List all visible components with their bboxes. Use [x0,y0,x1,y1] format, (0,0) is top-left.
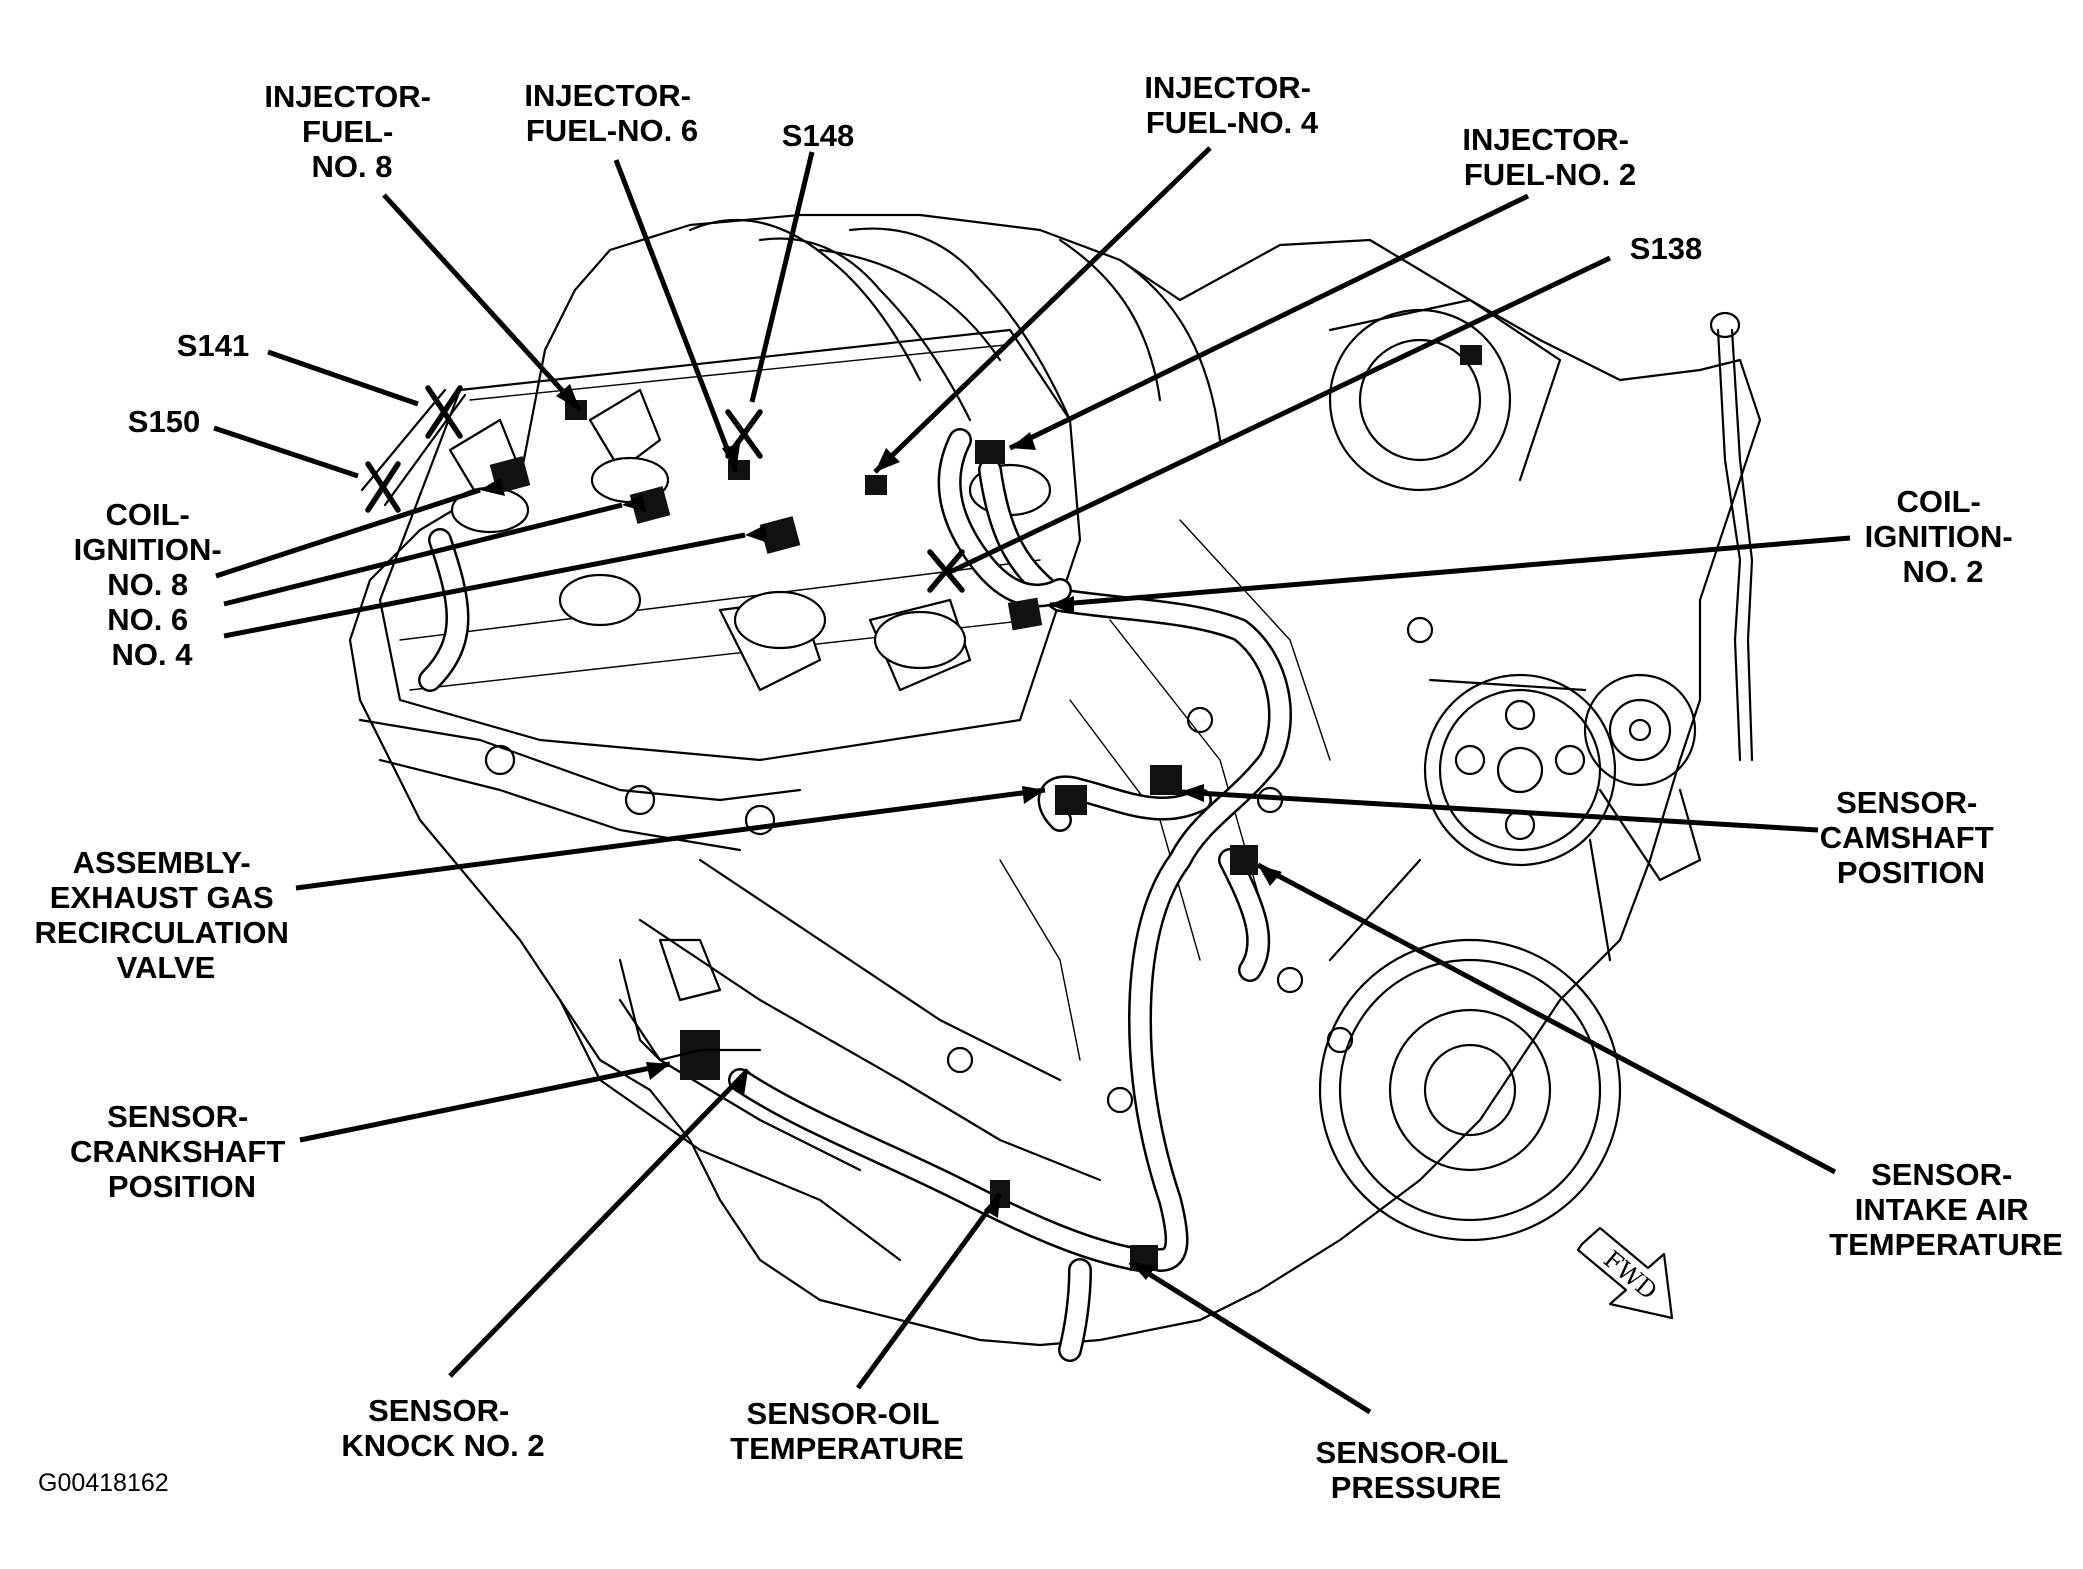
leader-injector-fuel-6 [613,159,739,473]
label-s141: S141 [177,328,249,363]
label-coil-ignition-left: COIL- IGNITION- NO. 8 NO. 6 NO. 4 [74,497,231,672]
leader-sensor-camshaft [1179,789,1819,833]
label-sensor-oil-temp: SENSOR-OIL TEMPERATURE [730,1396,964,1466]
label-s148: S148 [782,118,854,153]
leader-sensor-oil-temp [855,1192,1003,1390]
label-s150: S150 [128,404,200,439]
leader-injector-fuel-8 [382,193,582,412]
label-injector-fuel-8: INJECTOR- FUEL- NO. 8 [264,79,439,184]
label-coil-ignition-2: COIL- IGNITION- NO. 2 [1865,484,2022,589]
leader-s148 [749,151,815,403]
figure-id: G00418162 [38,1469,169,1497]
labels: INJECTOR- FUEL- NO. 8 INJECTOR- FUEL-NO.… [35,70,2063,1505]
fwd-arrow: FWD [1576,1226,1674,1320]
label-injector-fuel-2: INJECTOR- FUEL-NO. 2 [1462,122,1637,192]
leader-sensor-knock-2 [448,1068,750,1378]
leader-s138 [948,255,1612,575]
leader-sensor-oil-pressure [1128,1259,1372,1415]
label-sensor-oil-pressure: SENSOR-OIL PRESSURE [1316,1435,1517,1505]
leader-sensor-crankshaft [299,1061,671,1143]
leader-coil-ignition-6 [223,502,623,607]
leader-injector-fuel-4 [873,146,1212,474]
leader-coil-ignition-4 [223,532,746,639]
label-injector-fuel-4: INJECTOR- FUEL-NO. 4 [1144,70,1319,140]
leader-egr-valve [295,787,1046,891]
splice-mark-s141 [425,385,463,439]
leader-coil-ignition-2 [1049,535,1851,608]
leader-s150 [213,425,359,479]
splice-mark-s138 [927,549,965,593]
label-egr-valve: ASSEMBLY- EXHAUST GAS RECIRCULATION VALV… [35,845,298,985]
leader-sensor-intake-air [1256,862,1837,1175]
label-sensor-knock-2: SENSOR- KNOCK NO. 2 [341,1393,544,1463]
label-sensor-intake-air: SENSOR- INTAKE AIR TEMPERATURE [1829,1157,2063,1262]
leader-coil-ignition-8 [215,487,481,579]
label-sensor-crankshaft: SENSOR- CRANKSHAFT POSITION [70,1099,294,1204]
leader-lines [213,146,1851,1415]
leader-injector-fuel-2 [1008,193,1530,451]
label-sensor-camshaft: SENSOR- CAMSHAFT POSITION [1820,785,2003,890]
label-injector-fuel-6: INJECTOR- FUEL-NO. 6 [524,78,699,148]
label-s138: S138 [1630,231,1702,266]
coil-packs [448,388,1052,692]
splice-mark-s150 [365,461,401,513]
leader-s141 [267,349,419,407]
engine-illustration [348,213,1762,1362]
